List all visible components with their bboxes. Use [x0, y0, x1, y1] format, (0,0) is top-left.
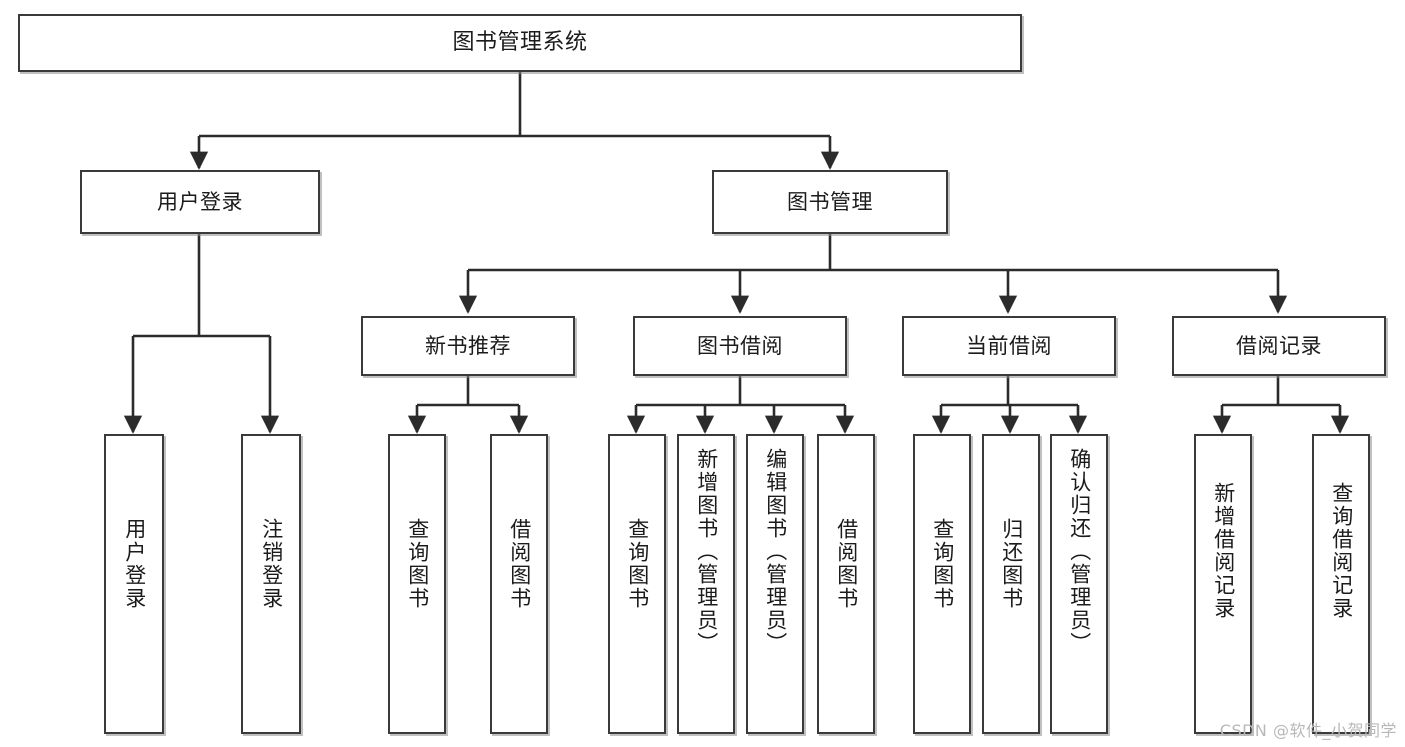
node-label: 当前借阅 [966, 333, 1052, 358]
node-label: 确认归还（管理员） [1067, 448, 1092, 655]
leaf-add-book-admin[interactable]: 新增图书（管理员） [677, 434, 735, 734]
node-label: 编辑图书（管理员） [763, 448, 788, 655]
node-label: 用户登录 [122, 518, 147, 610]
leaf-query-book-current[interactable]: 查询图书 [913, 434, 971, 734]
node-book-borrow[interactable]: 图书借阅 [633, 316, 847, 376]
node-label: 图书借阅 [697, 333, 783, 358]
node-label: 借阅记录 [1236, 333, 1322, 358]
node-label: 图书管理 [787, 189, 873, 214]
node-label: 新增借阅记录 [1211, 482, 1236, 620]
node-label: 查询图书 [625, 518, 650, 610]
node-borrow-record[interactable]: 借阅记录 [1172, 316, 1386, 376]
node-new-book-recommend[interactable]: 新书推荐 [361, 316, 575, 376]
node-user-login[interactable]: 用户登录 [80, 170, 320, 234]
node-label: 查询图书 [930, 518, 955, 610]
csdn-watermark: CSDN @软件_小贺同学 [1219, 721, 1397, 740]
node-label: 借阅图书 [834, 518, 859, 610]
leaf-query-book-recommend[interactable]: 查询图书 [388, 434, 446, 734]
node-label: 新书推荐 [425, 333, 511, 358]
node-label: 查询借阅记录 [1329, 482, 1354, 620]
leaf-query-book-borrow[interactable]: 查询图书 [608, 434, 666, 734]
leaf-borrow-book-recommend[interactable]: 借阅图书 [490, 434, 548, 734]
node-book-management[interactable]: 图书管理 [712, 170, 948, 234]
leaf-query-borrow-record[interactable]: 查询借阅记录 [1312, 434, 1370, 734]
leaf-add-borrow-record[interactable]: 新增借阅记录 [1194, 434, 1252, 734]
leaf-confirm-return-admin[interactable]: 确认归还（管理员） [1050, 434, 1108, 734]
node-label: 新增图书（管理员） [694, 448, 719, 655]
node-label: 归还图书 [999, 518, 1024, 610]
node-current-borrow[interactable]: 当前借阅 [902, 316, 1116, 376]
node-label: 查询图书 [405, 518, 430, 610]
node-label: 图书管理系统 [452, 29, 588, 55]
node-label: 借阅图书 [507, 518, 532, 610]
leaf-edit-book-admin[interactable]: 编辑图书（管理员） [746, 434, 804, 734]
leaf-user-login[interactable]: 用户登录 [104, 434, 164, 734]
leaf-logout-login[interactable]: 注销登录 [241, 434, 301, 734]
leaf-borrow-book-borrow[interactable]: 借阅图书 [817, 434, 875, 734]
node-root-book-management-system[interactable]: 图书管理系统 [18, 14, 1022, 72]
node-label: 用户登录 [157, 189, 243, 214]
leaf-return-book[interactable]: 归还图书 [982, 434, 1040, 734]
node-label: 注销登录 [259, 518, 284, 610]
